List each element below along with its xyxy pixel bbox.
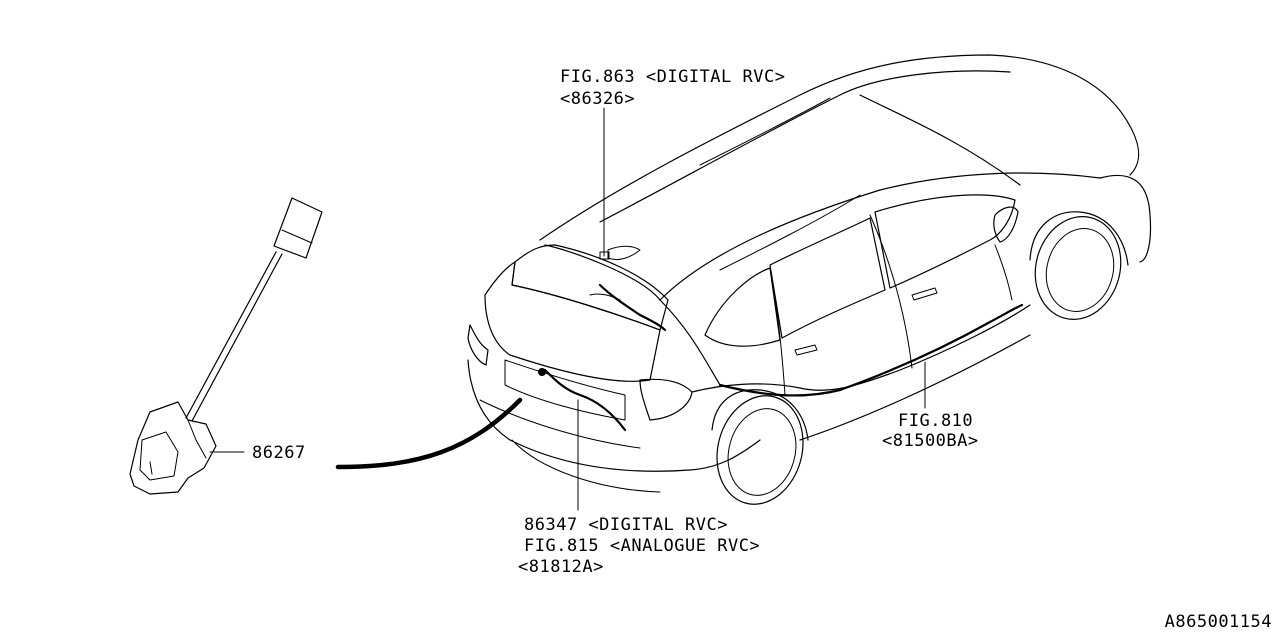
camera-harness-cable	[335, 397, 523, 470]
camera-mount-point	[538, 368, 546, 376]
hatch-wire-upper	[598, 283, 667, 332]
diagram-id: A865001154	[1165, 612, 1272, 632]
fig815-label[interactable]: FIG.815 <ANALOGUE RVC>	[524, 536, 760, 556]
camera-connector	[273, 197, 323, 259]
vehicle-outline	[467, 54, 1152, 505]
camera-body	[129, 401, 217, 495]
hatch-wire-lower	[543, 368, 627, 432]
part-86267-label[interactable]: 86267	[252, 443, 306, 463]
fig810-label[interactable]: FIG.810	[898, 411, 973, 431]
part-86326-label[interactable]: <86326>	[560, 89, 635, 109]
part-86347-label[interactable]: 86347 <DIGITAL RVC>	[524, 515, 728, 535]
part-81500ba-label[interactable]: <81500BA>	[882, 431, 979, 451]
fig863-label[interactable]: FIG.863 <DIGITAL RVC>	[560, 67, 785, 87]
rear-camera-assembly[interactable]	[129, 197, 323, 495]
part-81812a-label[interactable]: <81812A>	[518, 557, 604, 577]
body-harness-wire	[718, 303, 1024, 397]
